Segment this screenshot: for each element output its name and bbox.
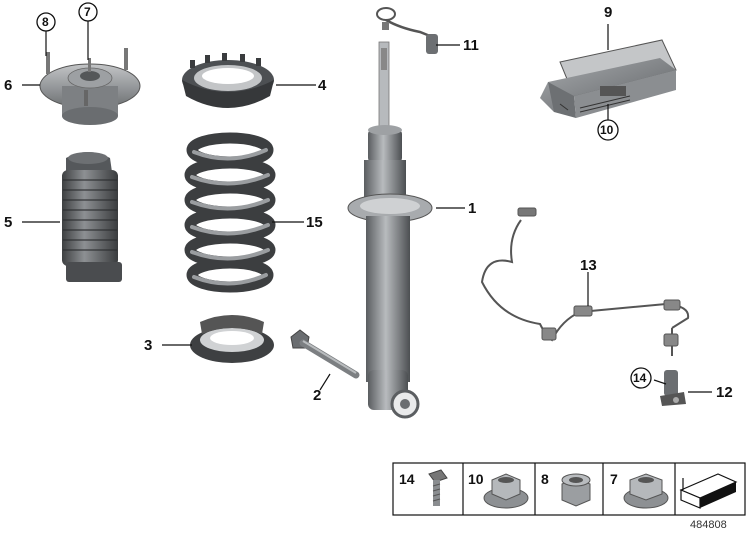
callout-8: 8 <box>42 15 49 29</box>
callout-8-circle <box>36 12 56 32</box>
callout-14-circle <box>630 367 652 389</box>
strip-label-14: 14 <box>399 471 415 487</box>
shock-absorber-part <box>347 41 433 419</box>
callouts: 1 2 3 4 5 6 7 8 9 10 11 12 13 14 15 <box>4 2 733 404</box>
leader-lines <box>22 20 712 393</box>
callout-13: 13 <box>580 257 597 274</box>
callout-7: 7 <box>84 5 91 19</box>
arrow-symbol-icon <box>679 473 738 509</box>
callout-6: 6 <box>4 77 12 94</box>
upper-spring-seat-part <box>182 53 274 108</box>
callout-11: 11 <box>463 37 479 54</box>
callout-9: 9 <box>604 4 612 21</box>
dust-boot-part <box>62 152 122 282</box>
strip-label-10: 10 <box>468 471 484 487</box>
hex-nut-part <box>623 473 669 509</box>
coil-spring-part <box>184 132 276 293</box>
lower-spring-seat-part <box>190 315 274 363</box>
screw-part <box>428 469 448 506</box>
callout-4: 4 <box>318 77 327 94</box>
strip-label-7: 7 <box>610 471 618 487</box>
collar-nut-part <box>561 473 591 507</box>
callout-7-circle <box>78 2 98 22</box>
strip-label-8: 8 <box>541 471 549 487</box>
wiring-harness-part <box>480 207 690 356</box>
top-mount-part <box>39 48 141 125</box>
height-sensor-part <box>376 7 438 54</box>
small-parts-strip: 14 10 8 7 <box>392 462 746 516</box>
callout-5: 5 <box>4 214 12 231</box>
callout-3: 3 <box>144 337 152 354</box>
bolt-part <box>290 329 360 379</box>
callout-2: 2 <box>313 387 321 404</box>
callout-15: 15 <box>306 214 323 231</box>
wheel-sensor-part <box>660 370 686 406</box>
callout-1: 1 <box>468 200 476 217</box>
callout-10-circle <box>597 119 619 141</box>
callout-10: 10 <box>600 123 614 137</box>
callout-12: 12 <box>716 384 733 401</box>
reference-number: 484808 <box>690 519 727 531</box>
callout-14: 14 <box>633 371 647 385</box>
control-module-part <box>540 39 677 118</box>
flange-nut-part <box>483 473 529 509</box>
